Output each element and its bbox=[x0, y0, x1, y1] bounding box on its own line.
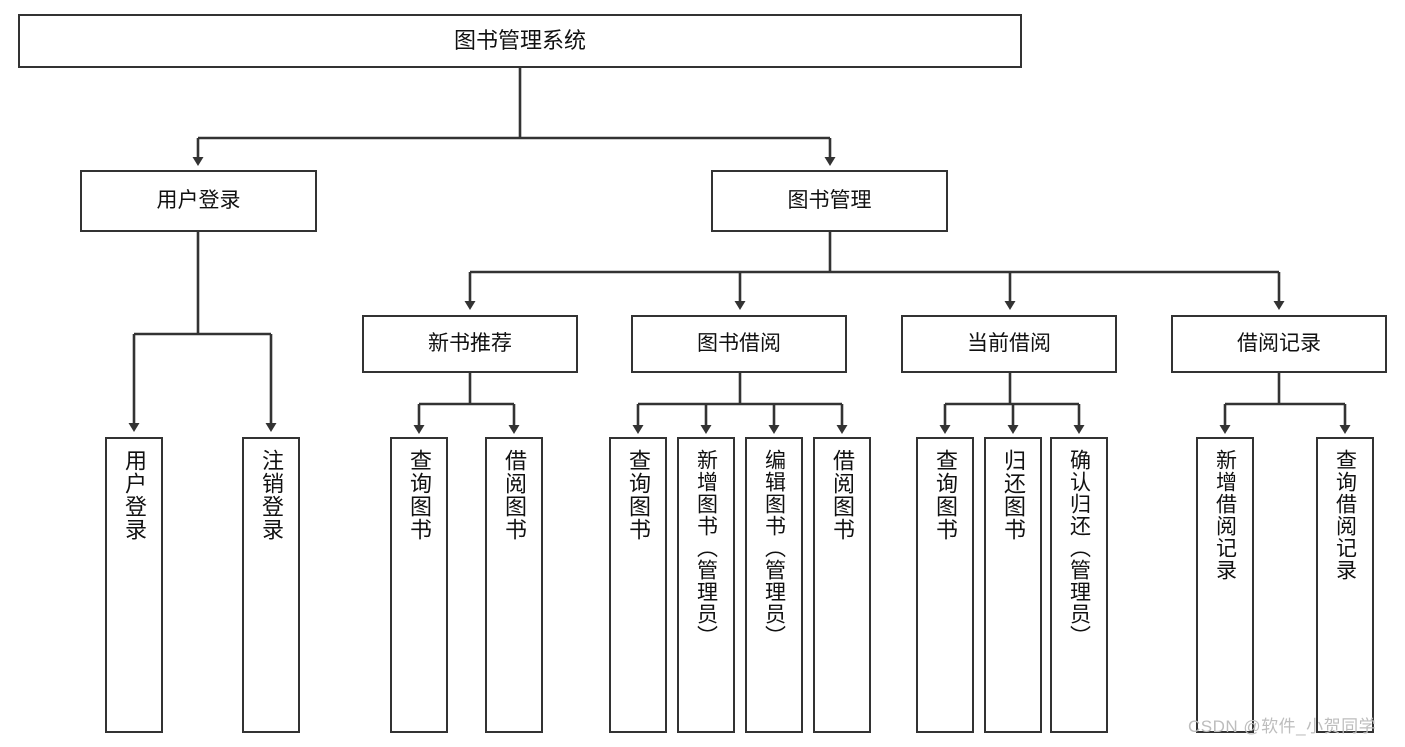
leaf-query-borrow-record[interactable]: 查询借阅记录 bbox=[1316, 437, 1374, 733]
leaf-query-book-2[interactable]: 查询图书 bbox=[609, 437, 667, 733]
leaf-add-borrow-record[interactable]: 新增借阅记录 bbox=[1196, 437, 1254, 733]
leaf-return-book[interactable]: 归还图书 bbox=[984, 437, 1042, 733]
node-user-login-label: 用户登录 bbox=[156, 188, 241, 212]
node-book-borrow-label: 图书借阅 bbox=[697, 331, 781, 355]
node-current-borrow[interactable]: 当前借阅 bbox=[901, 315, 1117, 373]
leaf-add-borrow-record-label: 新增借阅记录 bbox=[1213, 449, 1237, 581]
leaf-borrow-book-2-label: 借阅图书 bbox=[830, 449, 855, 541]
leaf-query-book-3-label: 查询图书 bbox=[933, 449, 958, 541]
node-new-book-recommend[interactable]: 新书推荐 bbox=[362, 315, 578, 373]
node-borrow-record[interactable]: 借阅记录 bbox=[1171, 315, 1387, 373]
node-current-borrow-label: 当前借阅 bbox=[967, 331, 1051, 355]
leaf-add-book-label: 新增图书（管理员） bbox=[694, 449, 718, 647]
leaf-borrow-book-1-label: 借阅图书 bbox=[502, 449, 527, 541]
node-root[interactable]: 图书管理系统 bbox=[18, 14, 1022, 68]
leaf-query-book-1-label: 查询图书 bbox=[407, 449, 432, 541]
leaf-query-borrow-record-label: 查询借阅记录 bbox=[1333, 449, 1357, 581]
leaf-query-book-1[interactable]: 查询图书 bbox=[390, 437, 448, 733]
node-new-book-recommend-label: 新书推荐 bbox=[428, 331, 512, 355]
node-book-manage-label: 图书管理 bbox=[787, 188, 872, 212]
leaf-logout-login-label: 注销登录 bbox=[259, 449, 284, 541]
leaf-query-book-2-label: 查询图书 bbox=[626, 449, 651, 541]
watermark: CSDN @软件_小贺同学 bbox=[1188, 717, 1377, 736]
leaf-borrow-book-2[interactable]: 借阅图书 bbox=[813, 437, 871, 733]
leaf-logout-login[interactable]: 注销登录 bbox=[242, 437, 300, 733]
node-user-login[interactable]: 用户登录 bbox=[80, 170, 317, 232]
leaf-confirm-return[interactable]: 确认归还（管理员） bbox=[1050, 437, 1108, 733]
node-book-manage[interactable]: 图书管理 bbox=[711, 170, 948, 232]
leaf-borrow-book-1[interactable]: 借阅图书 bbox=[485, 437, 543, 733]
leaf-edit-book-label: 编辑图书（管理员） bbox=[762, 449, 786, 647]
node-borrow-record-label: 借阅记录 bbox=[1237, 331, 1321, 355]
node-root-label: 图书管理系统 bbox=[453, 28, 586, 54]
leaf-confirm-return-label: 确认归还（管理员） bbox=[1067, 449, 1091, 647]
leaf-add-book[interactable]: 新增图书（管理员） bbox=[677, 437, 735, 733]
leaf-edit-book[interactable]: 编辑图书（管理员） bbox=[745, 437, 803, 733]
leaf-return-book-label: 归还图书 bbox=[1001, 449, 1026, 541]
node-book-borrow[interactable]: 图书借阅 bbox=[631, 315, 847, 373]
leaf-user-login[interactable]: 用户登录 bbox=[105, 437, 163, 733]
leaf-query-book-3[interactable]: 查询图书 bbox=[916, 437, 974, 733]
leaf-user-login-label: 用户登录 bbox=[122, 449, 147, 541]
